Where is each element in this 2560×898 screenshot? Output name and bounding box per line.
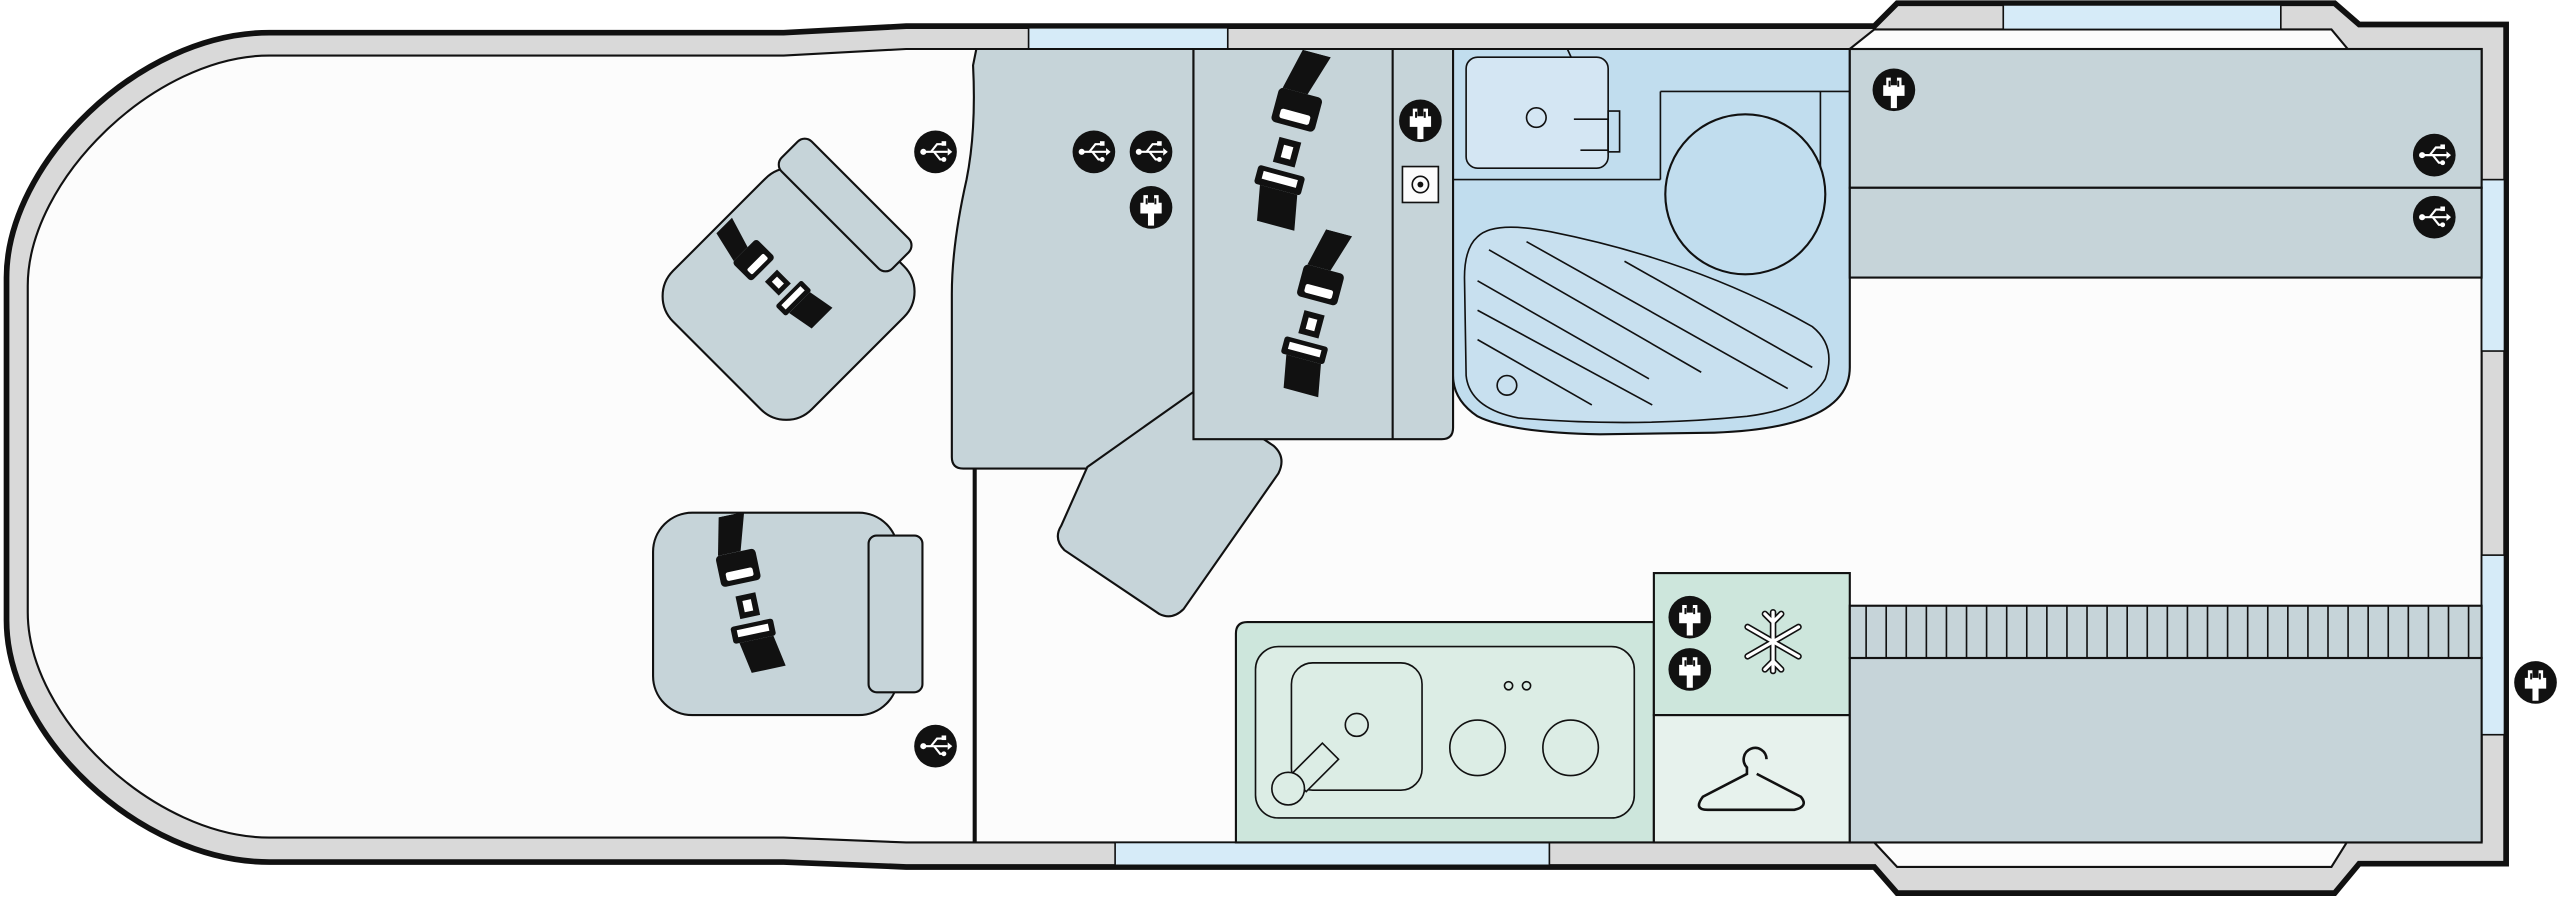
window-top-rear [2002, 4, 2282, 31]
kitchen-unit [1234, 621, 1655, 844]
hob-burner[interactable] [1448, 719, 1507, 777]
bathroom [1452, 47, 1851, 436]
usb-socket-icon [913, 129, 958, 175]
usb-socket-icon [2411, 194, 2457, 240]
bed-lower-mattress[interactable] [1848, 656, 2483, 844]
window-rear-lower [2480, 554, 2506, 736]
toilet[interactable] [1664, 113, 1827, 276]
tv-socket-icon [1401, 165, 1440, 204]
window-rear-upper [2480, 178, 2506, 352]
washbasin[interactable] [1465, 56, 1609, 169]
cab-seat-passenger[interactable] [645, 135, 945, 435]
window-top-front [1027, 26, 1229, 50]
table-extension[interactable] [1056, 390, 1283, 618]
shower-drain-icon [1496, 374, 1518, 396]
power-socket-icon [1872, 68, 1916, 112]
power-socket-icon [1668, 648, 1712, 691]
tap-icon [1525, 106, 1547, 129]
power-socket-icon [1129, 186, 1173, 229]
bed-slats [1848, 604, 2483, 660]
hanger-icon [1697, 746, 1806, 812]
window-bottom [1114, 841, 1551, 867]
usb-socket-icon [913, 723, 958, 769]
fridge[interactable] [1652, 572, 1851, 717]
cab-seat-driver[interactable] [652, 509, 924, 717]
bed-upper-section-2[interactable] [1848, 186, 2483, 279]
shower-tray[interactable] [1463, 226, 1830, 424]
power-socket-icon [1399, 99, 1442, 143]
dinette-bench[interactable] [1192, 45, 1455, 441]
usb-socket-icon [2411, 132, 2457, 178]
bed-upper-section[interactable] [1848, 47, 2483, 189]
usb-socket-icon [1071, 129, 1117, 175]
power-socket-icon [1668, 595, 1712, 639]
power-socket-icon [2514, 661, 2557, 704]
wardrobe[interactable] [1652, 714, 1851, 844]
dinette-table[interactable] [950, 47, 1195, 470]
usb-socket-icon [1128, 129, 1174, 175]
hob-burner[interactable] [1542, 719, 1600, 777]
